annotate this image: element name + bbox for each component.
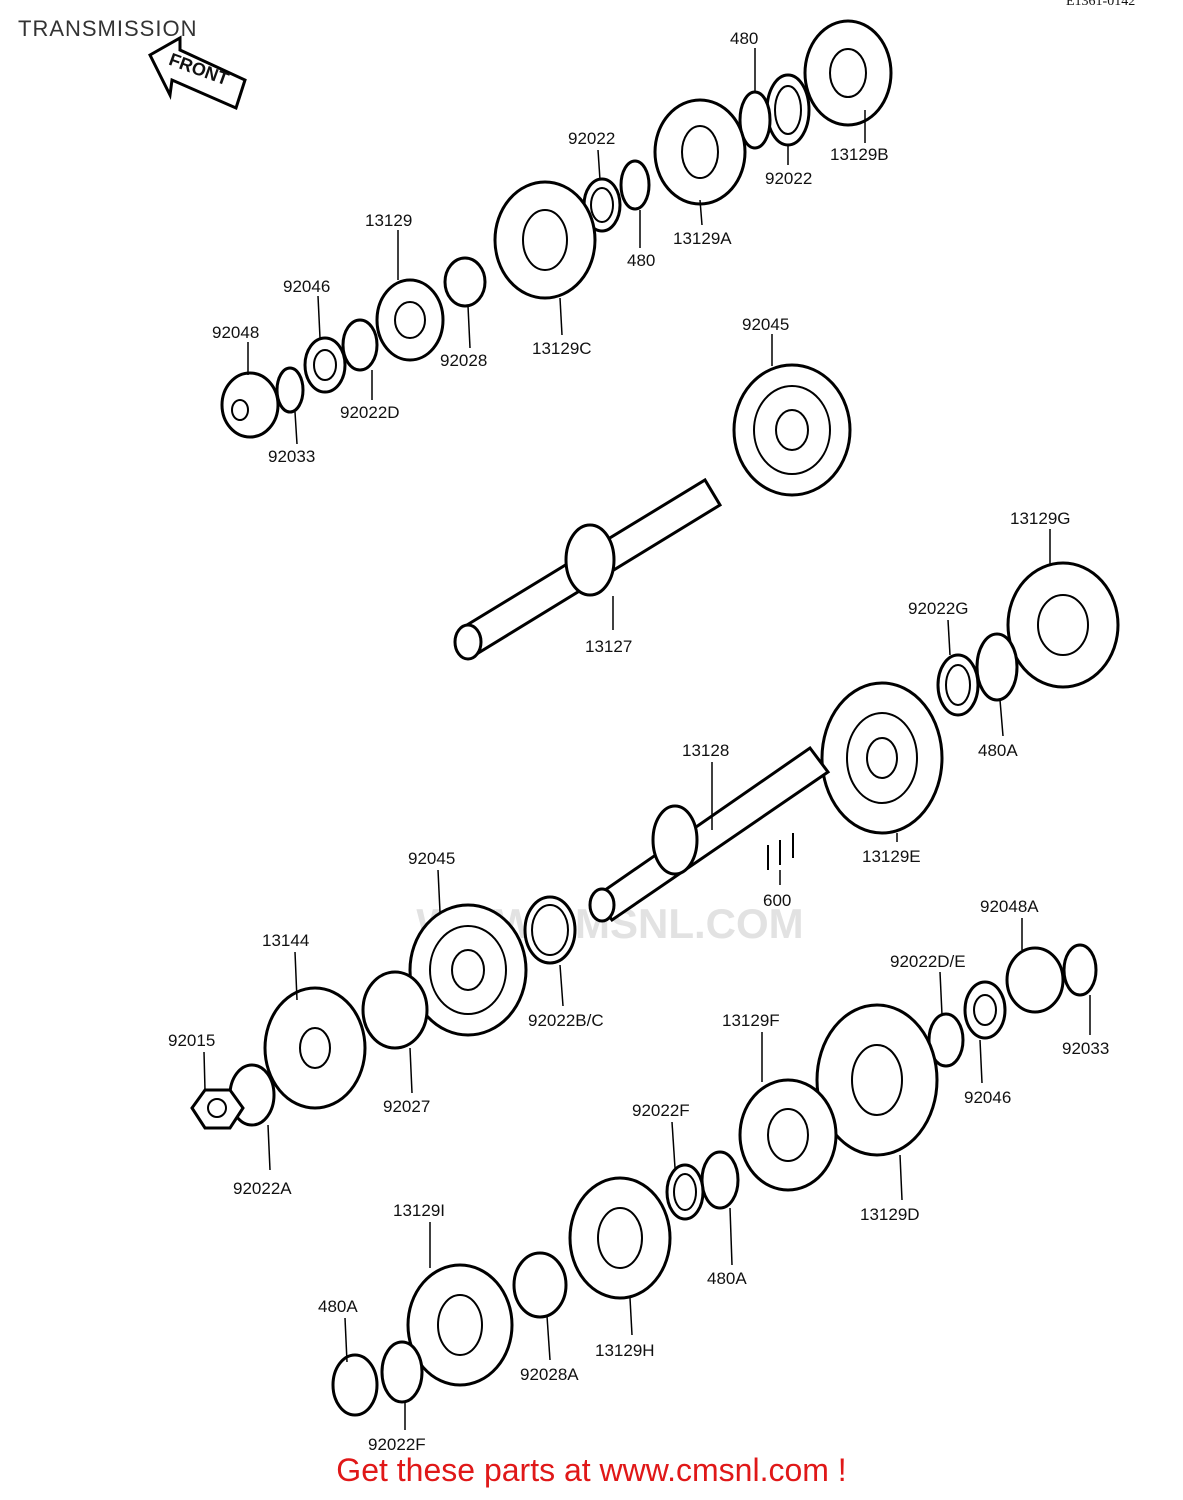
shaft-13127[interactable] (453, 477, 723, 661)
diagram-title: TRANSMISSION (18, 16, 198, 41)
circlip-92033-right[interactable] (1062, 943, 1098, 997)
label-13129c[interactable]: 13129C (532, 339, 592, 358)
label-13129f[interactable]: 13129F (722, 1011, 780, 1030)
bearing-92045-bottom[interactable] (408, 903, 528, 1037)
front-arrow: FRONT (148, 35, 247, 111)
label-92022a[interactable]: 92022A (233, 1179, 292, 1198)
nut-92015[interactable] (190, 1088, 245, 1130)
leader-lines (203, 48, 1091, 1430)
label-92028a[interactable]: 92028A (520, 1365, 579, 1384)
gear-13129h[interactable] (568, 1176, 672, 1300)
washer-92022f[interactable] (665, 1163, 705, 1221)
label-600[interactable]: 600 (763, 891, 791, 910)
label-92022d[interactable]: 92022D (340, 403, 400, 422)
label-480a-right[interactable]: 480A (978, 741, 1018, 760)
label-13129d[interactable]: 13129D (860, 1205, 920, 1224)
collar-92048a[interactable] (1005, 946, 1065, 1014)
label-92027[interactable]: 92027 (383, 1097, 430, 1116)
label-92048a[interactable]: 92048A (980, 897, 1039, 916)
label-480-top[interactable]: 480 (730, 29, 758, 48)
gear-13129d[interactable] (815, 1003, 939, 1157)
washer-92022f-bottom[interactable] (380, 1340, 424, 1404)
diagram-code: E1361-0142 (1066, 0, 1136, 9)
gear-13129b[interactable] (803, 19, 893, 127)
gear-13129[interactable] (375, 278, 445, 362)
label-480-mid[interactable]: 480 (627, 251, 655, 270)
circlip-480a-mid[interactable] (700, 1150, 740, 1210)
label-13129i[interactable]: 13129I (393, 1201, 445, 1220)
label-92048[interactable]: 92048 (212, 323, 259, 342)
washer-92022bc[interactable] (523, 895, 577, 965)
pins-600[interactable] (767, 833, 794, 870)
label-92022bc[interactable]: 92022B/C (528, 1011, 604, 1030)
gear-13129g[interactable] (1006, 561, 1120, 689)
label-13127[interactable]: 13127 (585, 637, 632, 656)
bearing-92046-right[interactable] (963, 980, 1007, 1040)
collar-92048[interactable] (220, 371, 280, 439)
label-13144[interactable]: 13144 (262, 931, 309, 950)
label-480a-left[interactable]: 480A (318, 1297, 358, 1316)
label-13129h[interactable]: 13129H (595, 1341, 655, 1360)
bearing-92045-top[interactable] (732, 363, 852, 497)
label-13129b[interactable]: 13129B (830, 145, 889, 164)
bushing-92028a[interactable] (512, 1251, 568, 1319)
label-92022de[interactable]: 92022D/E (890, 952, 966, 971)
label-480a-mid[interactable]: 480A (707, 1269, 747, 1288)
label-92046[interactable]: 92046 (283, 277, 330, 296)
circlip-480a-right[interactable] (975, 632, 1019, 702)
gear-13129a[interactable] (653, 98, 747, 206)
bushing-92028[interactable] (443, 256, 487, 308)
circlip-92033[interactable] (275, 366, 305, 414)
label-92015[interactable]: 92015 (168, 1031, 215, 1050)
washer-92022-top[interactable] (765, 73, 811, 147)
bearing-92046[interactable] (303, 336, 347, 394)
label-92022f[interactable]: 92022F (632, 1101, 690, 1120)
label-92022-a[interactable]: 92022 (568, 129, 615, 148)
label-92028[interactable]: 92028 (440, 351, 487, 370)
label-13128[interactable]: 13128 (682, 741, 729, 760)
label-13129e[interactable]: 13129E (862, 847, 921, 866)
label-92045-top[interactable]: 92045 (742, 315, 789, 334)
gear-13129i[interactable] (406, 1263, 514, 1387)
label-13129g[interactable]: 13129G (1010, 509, 1071, 528)
label-92046-right[interactable]: 92046 (964, 1088, 1011, 1107)
circlip-480a-left[interactable] (331, 1353, 379, 1417)
washer-92022d[interactable] (341, 318, 379, 372)
gear-13129f[interactable] (738, 1078, 838, 1192)
label-13129a[interactable]: 13129A (673, 229, 732, 248)
footer-link[interactable]: Get these parts at www.cmsnl.com ! (336, 1452, 847, 1488)
label-13129[interactable]: 13129 (365, 211, 412, 230)
label-92045-bottom[interactable]: 92045 (408, 849, 455, 868)
gear-13129e[interactable] (820, 681, 944, 835)
label-92033[interactable]: 92033 (268, 447, 315, 466)
gear-13129c[interactable] (493, 180, 597, 300)
label-92022-b[interactable]: 92022 (765, 169, 812, 188)
circlip-480-mid[interactable] (619, 159, 651, 211)
label-92022f-bottom[interactable]: 92022F (368, 1435, 426, 1454)
washer-92022g[interactable] (936, 653, 980, 717)
collar-92027[interactable] (361, 970, 429, 1050)
part-labels: 480 92022 13129B 92022 480 13129A 13129 … (168, 29, 1109, 1454)
sprocket-13144[interactable] (263, 986, 367, 1110)
label-92033-right[interactable]: 92033 (1062, 1039, 1109, 1058)
label-92022g[interactable]: 92022G (908, 599, 969, 618)
shaft-13128[interactable] (588, 745, 831, 923)
